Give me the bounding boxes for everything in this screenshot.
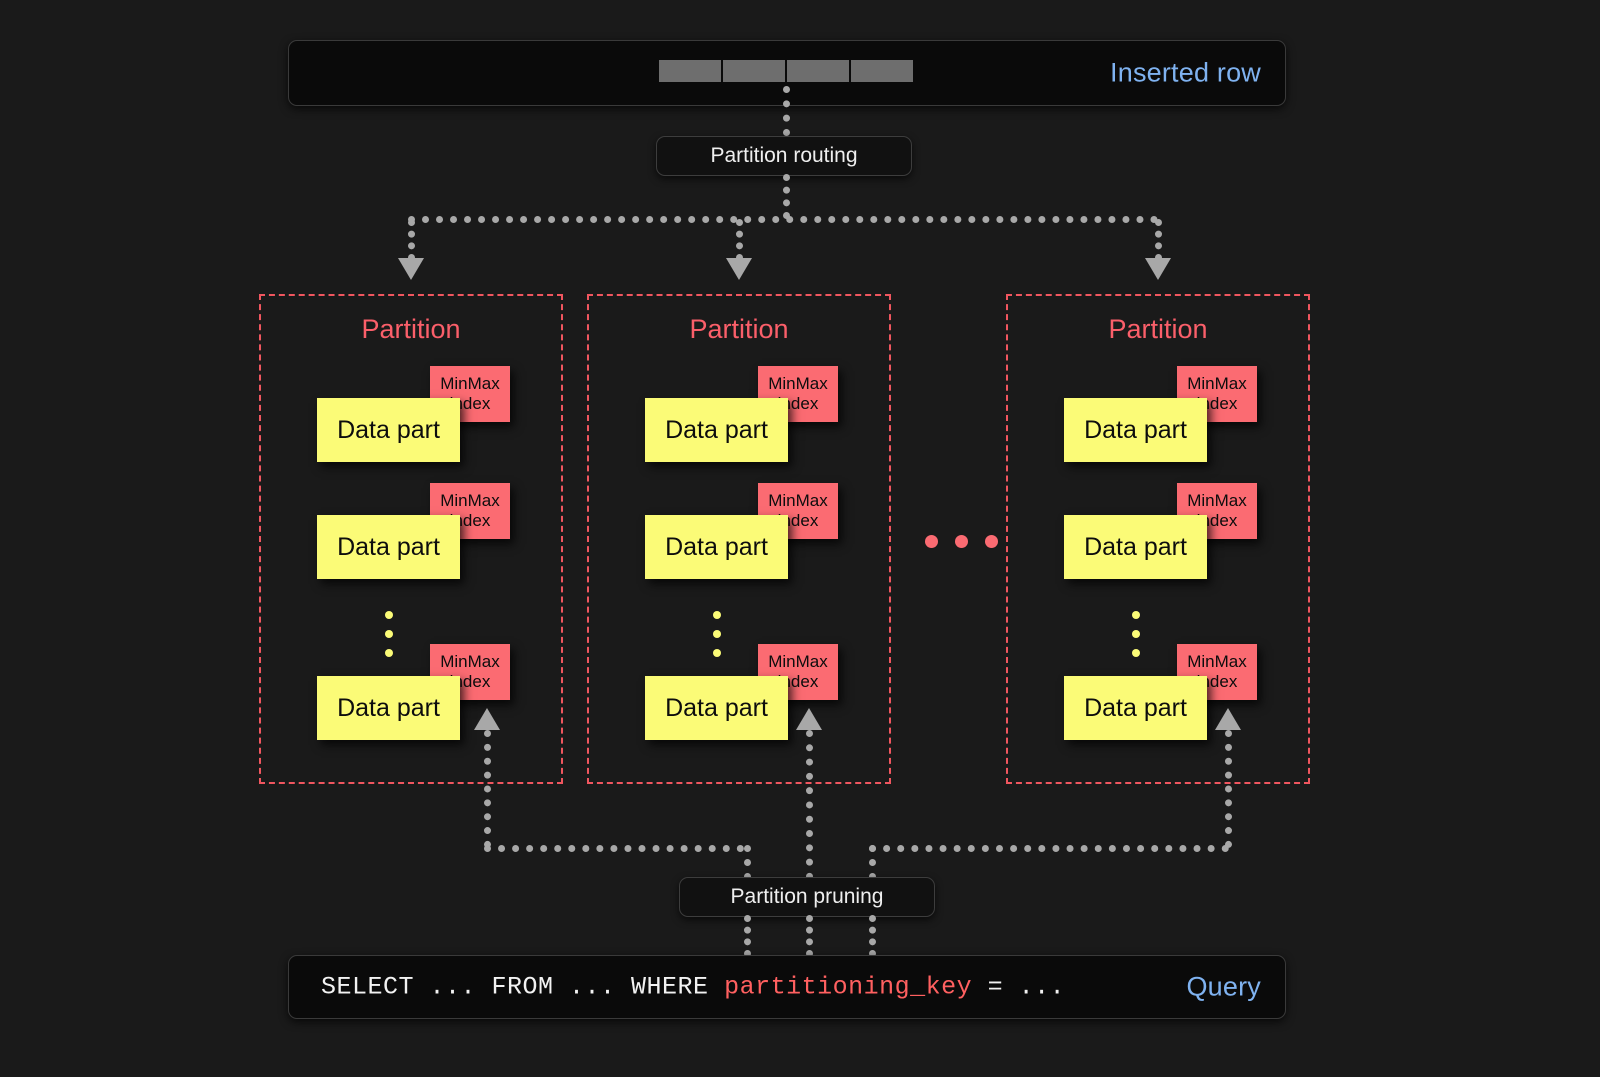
data-part-box: Data part xyxy=(645,515,788,579)
minmax-index-line1: MinMax xyxy=(768,374,828,394)
data-part-box: Data part xyxy=(317,676,460,740)
connector-pruning-up-2 xyxy=(806,730,813,880)
partition-pruning-box: Partition pruning xyxy=(679,877,935,917)
connector-drop-partition-2 xyxy=(736,219,743,261)
data-part-ellipsis xyxy=(713,611,721,657)
partition-routing-box: Partition routing xyxy=(656,136,912,176)
arrowhead-partition-1 xyxy=(398,258,424,280)
connector-drop-partition-3 xyxy=(1155,219,1162,261)
ellipsis-dot xyxy=(985,535,998,548)
ellipsis-dot xyxy=(713,649,721,657)
query-label: Query xyxy=(1186,971,1261,1002)
inserted-row-label: Inserted row xyxy=(1110,57,1261,88)
inserted-row-bar: Inserted row xyxy=(288,40,1286,106)
row-cell xyxy=(787,60,849,82)
partitions-ellipsis xyxy=(925,535,998,548)
connector-pruning-into-box-1 xyxy=(744,845,751,880)
partition-title: Partition xyxy=(689,314,789,344)
query-prefix: SELECT ... FROM ... WHERE xyxy=(321,972,725,1002)
connector-pruning-horizontal-1 xyxy=(484,845,744,852)
query-keyword: partitioning_key xyxy=(724,972,973,1002)
ellipsis-dot xyxy=(1132,630,1140,638)
minmax-index-line1: MinMax xyxy=(440,491,500,511)
connector-row-to-routing xyxy=(783,86,790,136)
connector-pruning-to-query-2 xyxy=(806,915,813,957)
partition-routing-label: Partition routing xyxy=(710,144,858,167)
ellipsis-dot xyxy=(385,649,393,657)
query-text: SELECT ... FROM ... WHERE partitioning_k… xyxy=(321,973,1065,1002)
data-part-box: Data part xyxy=(1064,515,1207,579)
connector-pruning-to-query-3 xyxy=(869,915,876,957)
arrowhead-pruning-partition-3 xyxy=(1215,708,1241,730)
connector-pruning-to-query-1 xyxy=(744,915,751,957)
data-part-ellipsis xyxy=(1132,611,1140,657)
partition-box-3: Partition MinMax index Data part MinMax … xyxy=(1006,294,1310,784)
arrowhead-pruning-partition-2 xyxy=(796,708,822,730)
connector-drop-partition-1 xyxy=(408,219,415,261)
partition-title: Partition xyxy=(1108,314,1208,344)
ellipsis-dot xyxy=(1132,649,1140,657)
partition-title: Partition xyxy=(361,314,461,344)
connector-routing-down xyxy=(783,174,790,219)
ellipsis-dot xyxy=(925,535,938,548)
minmax-index-line1: MinMax xyxy=(768,491,828,511)
ellipsis-dot xyxy=(713,611,721,619)
minmax-index-line1: MinMax xyxy=(440,374,500,394)
query-bar: SELECT ... FROM ... WHERE partitioning_k… xyxy=(288,955,1286,1019)
arrowhead-pruning-partition-1 xyxy=(474,708,500,730)
data-part-box: Data part xyxy=(645,676,788,740)
ellipsis-dot xyxy=(1132,611,1140,619)
data-part-box: Data part xyxy=(317,515,460,579)
data-part-box: Data part xyxy=(645,398,788,462)
partition-box-1: Partition MinMax index Data part MinMax … xyxy=(259,294,563,784)
connector-pruning-into-box-3 xyxy=(869,845,876,880)
partition-pruning-label: Partition pruning xyxy=(730,885,884,908)
minmax-index-line1: MinMax xyxy=(1187,652,1247,672)
connector-pruning-horizontal-3 xyxy=(869,845,1229,852)
data-part-box: Data part xyxy=(1064,398,1207,462)
data-part-box: Data part xyxy=(317,398,460,462)
connector-pruning-up-1 xyxy=(484,730,491,848)
arrowhead-partition-3 xyxy=(1145,258,1171,280)
minmax-index-line1: MinMax xyxy=(768,652,828,672)
row-cell xyxy=(723,60,785,82)
minmax-index-line1: MinMax xyxy=(1187,491,1247,511)
partition-box-2: Partition MinMax index Data part MinMax … xyxy=(587,294,891,784)
connector-pruning-up-3 xyxy=(1225,730,1232,848)
minmax-index-line1: MinMax xyxy=(1187,374,1247,394)
minmax-index-line1: MinMax xyxy=(440,652,500,672)
ellipsis-dot xyxy=(385,611,393,619)
row-cell xyxy=(659,60,721,82)
data-part-ellipsis xyxy=(385,611,393,657)
ellipsis-dot xyxy=(955,535,968,548)
query-suffix: = ... xyxy=(972,972,1066,1002)
inserted-row-cells xyxy=(659,60,913,82)
ellipsis-dot xyxy=(385,630,393,638)
ellipsis-dot xyxy=(713,630,721,638)
data-part-box: Data part xyxy=(1064,676,1207,740)
arrowhead-partition-2 xyxy=(726,258,752,280)
connector-fanout-bus xyxy=(408,216,1158,223)
row-cell xyxy=(851,60,913,82)
